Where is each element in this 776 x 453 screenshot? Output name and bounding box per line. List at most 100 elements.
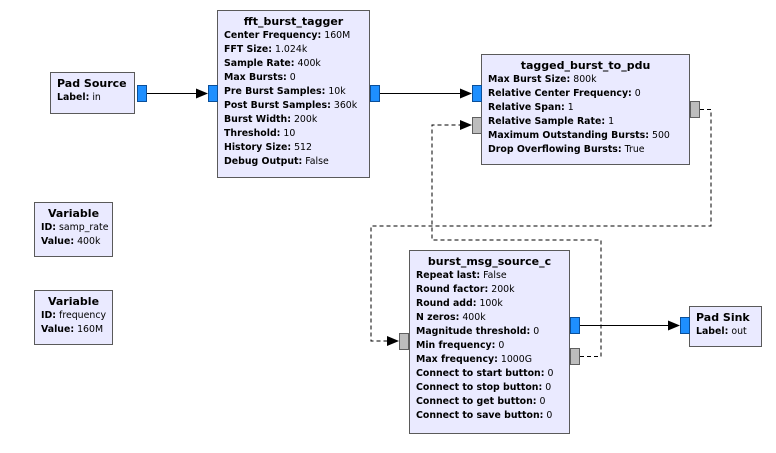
param-name: Drop Overflowing Bursts: — [488, 144, 622, 155]
param-value: 400k — [297, 58, 321, 69]
param-row: Connect to save button: 0 — [416, 409, 563, 423]
param-row: Value: 400k — [41, 235, 106, 249]
arrowhead — [460, 120, 472, 130]
param-row: Max Burst Size: 800k — [488, 73, 683, 87]
param-row: Label: in — [57, 91, 128, 105]
param-row: ID: frequency — [41, 309, 106, 323]
wire-tagged-to-burstsrc — [370, 109, 712, 342]
param-row: Pre Burst Samples: 10k — [224, 85, 363, 99]
block-title: fft_burst_tagger — [243, 15, 344, 28]
param-name: Connect to get button: — [416, 396, 537, 407]
param-value: 0 — [533, 326, 540, 337]
param-name: Connect to save button: — [416, 410, 544, 421]
param-value: 500 — [651, 130, 670, 141]
param-value: 200k — [491, 284, 515, 295]
param-value: 512 — [294, 142, 312, 153]
param-value: 0 — [289, 72, 296, 83]
tagged-burst-to-pdu-cpdus-in-port[interactable] — [472, 117, 482, 134]
param-row: Min frequency: 0 — [416, 339, 563, 353]
fft-burst-tagger-out-port[interactable] — [370, 85, 380, 102]
param-value: out — [731, 326, 747, 337]
param-name: Sample Rate: — [224, 58, 295, 69]
burst-msg-source-c-in-port[interactable] — [399, 333, 409, 350]
arrowhead — [387, 336, 399, 346]
pad-source-out-port[interactable] — [137, 85, 147, 102]
param-value: in — [92, 92, 101, 103]
tagged-burst-to-pdu-in-port[interactable] — [472, 85, 482, 102]
param-row: Relative Center Frequency: 0 — [488, 87, 683, 101]
tagged-burst-to-pdu-cpdus-out-port[interactable] — [690, 101, 700, 118]
param-row: Maximum Outstanding Bursts: 500 — [488, 129, 683, 143]
param-name: Relative Sample Rate: — [488, 116, 606, 127]
param-value: 1 — [608, 116, 615, 127]
param-value: 10 — [283, 128, 296, 139]
param-row: Round factor: 200k — [416, 283, 563, 297]
burst-msg-source-c-out-port[interactable] — [570, 317, 580, 334]
param-name: Repeat last: — [416, 270, 481, 281]
block-title: Pad Sink — [696, 311, 750, 324]
param-name: Debug Output: — [224, 156, 303, 167]
pad-sink-in-port[interactable] — [680, 317, 690, 334]
param-name: Post Burst Samples: — [224, 100, 331, 111]
param-value: True — [624, 144, 645, 155]
param-name: ID: — [41, 222, 57, 233]
param-row: Relative Sample Rate: 1 — [488, 115, 683, 129]
param-value: 360k — [333, 100, 358, 111]
param-row: Magnitude threshold: 0 — [416, 325, 563, 339]
param-name: Pre Burst Samples: — [224, 86, 326, 97]
param-name: Value: — [41, 324, 75, 335]
param-value: 400k — [77, 236, 101, 247]
param-name: Connect to stop button: — [416, 382, 543, 393]
pad-source-block[interactable]: Pad Source Label: in — [50, 72, 135, 114]
block-title: Variable — [47, 207, 100, 220]
param-value: 100k — [479, 298, 503, 309]
param-name: Threshold: — [224, 128, 281, 139]
param-value: 0 — [547, 368, 554, 379]
param-name: Max Burst Size: — [488, 74, 571, 85]
param-row: Sample Rate: 400k — [224, 57, 363, 71]
param-row: N zeros: 400k — [416, 311, 563, 325]
param-value: samp_rate — [59, 222, 109, 233]
param-row: Threshold: 10 — [224, 127, 363, 141]
param-name: ID: — [41, 310, 57, 321]
param-value: 160M — [77, 324, 104, 335]
burst-msg-source-c-msg-out-port[interactable] — [570, 348, 580, 365]
param-row: Max Bursts: 0 — [224, 71, 363, 85]
param-name: Relative Span: — [488, 102, 565, 113]
pad-sink-block[interactable]: Pad Sink Label: out — [689, 306, 762, 347]
param-name: Round add: — [416, 298, 477, 309]
param-name: FFT Size: — [224, 44, 272, 55]
arrowhead — [668, 320, 680, 331]
param-value: 0 — [634, 88, 641, 99]
fft-burst-tagger-in-port[interactable] — [208, 85, 218, 102]
param-row: Connect to stop button: 0 — [416, 381, 563, 395]
param-value: 1 — [567, 102, 574, 113]
param-value: frequency — [59, 310, 107, 321]
block-title: burst_msg_source_c — [427, 255, 552, 268]
param-row: Label: out — [696, 325, 755, 339]
param-name: Max frequency: — [416, 354, 498, 365]
param-row: Round add: 100k — [416, 297, 563, 311]
param-row: Connect to get button: 0 — [416, 395, 563, 409]
param-value: 1.024k — [274, 44, 308, 55]
param-row: Value: 160M — [41, 323, 106, 337]
param-value: 10k — [328, 86, 346, 97]
wire-burstsrc-to-tagged — [431, 124, 602, 357]
block-title: tagged_burst_to_pdu — [520, 59, 651, 72]
tagged-burst-to-pdu-block[interactable]: tagged_burst_to_pdu Max Burst Size: 800k… — [481, 54, 690, 165]
param-row: Relative Span: 1 — [488, 101, 683, 115]
param-row: Connect to start button: 0 — [416, 367, 563, 381]
param-value: 1000G — [500, 354, 532, 365]
param-row: Repeat last: False — [416, 269, 563, 283]
param-value: False — [305, 156, 329, 167]
param-value: 400k — [462, 312, 486, 323]
param-value: False — [483, 270, 507, 281]
param-name: Center Frequency: — [224, 30, 322, 41]
param-value: 0 — [498, 340, 505, 351]
param-row: FFT Size: 1.024k — [224, 43, 363, 57]
